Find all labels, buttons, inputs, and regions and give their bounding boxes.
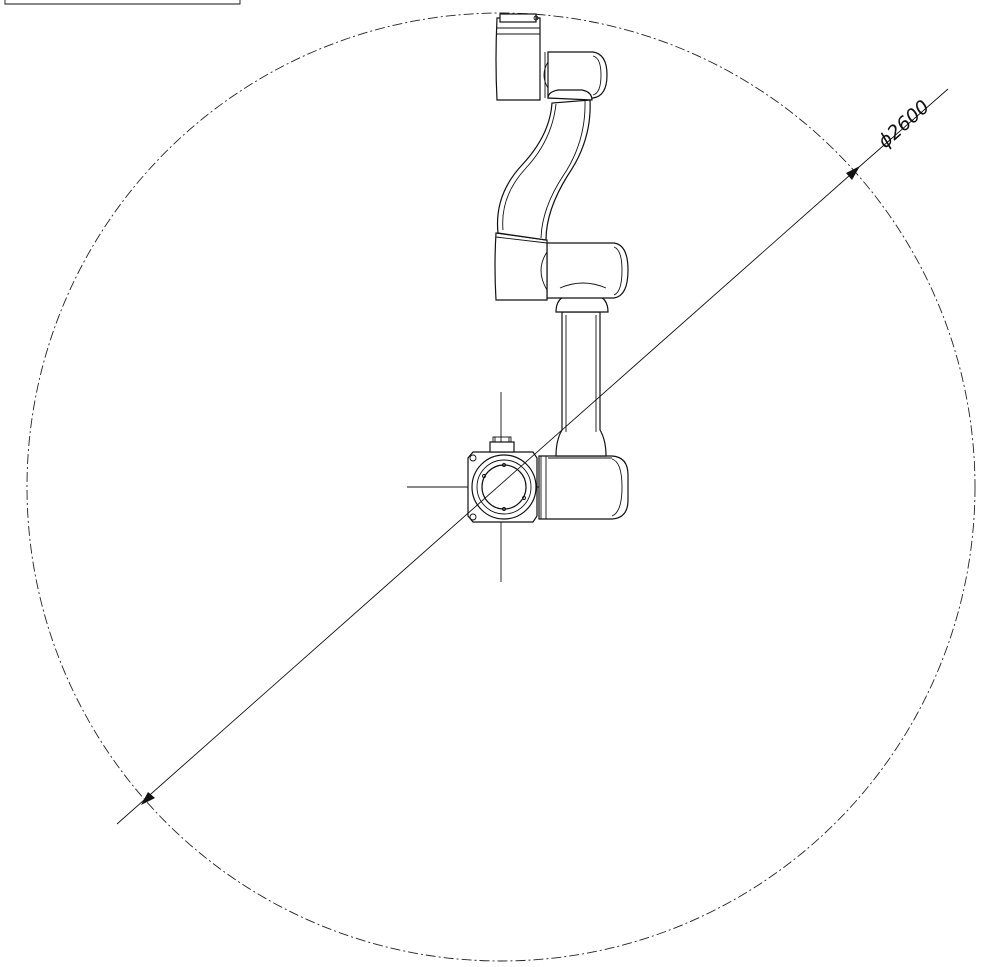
diameter-label: ϕ2600 [874,96,934,153]
upper-link [496,99,591,241]
reach-envelope-circle [26,12,976,962]
base-flange [467,436,538,523]
base-joint [538,455,629,520]
elbow-joint [494,232,629,313]
corner-bracket [4,0,241,5]
dimension-arrow-lower [141,792,155,805]
robot-arm [467,13,629,523]
dimension-arrow-upper [846,166,860,180]
wrist-joint [495,13,608,101]
lower-link [555,311,607,457]
